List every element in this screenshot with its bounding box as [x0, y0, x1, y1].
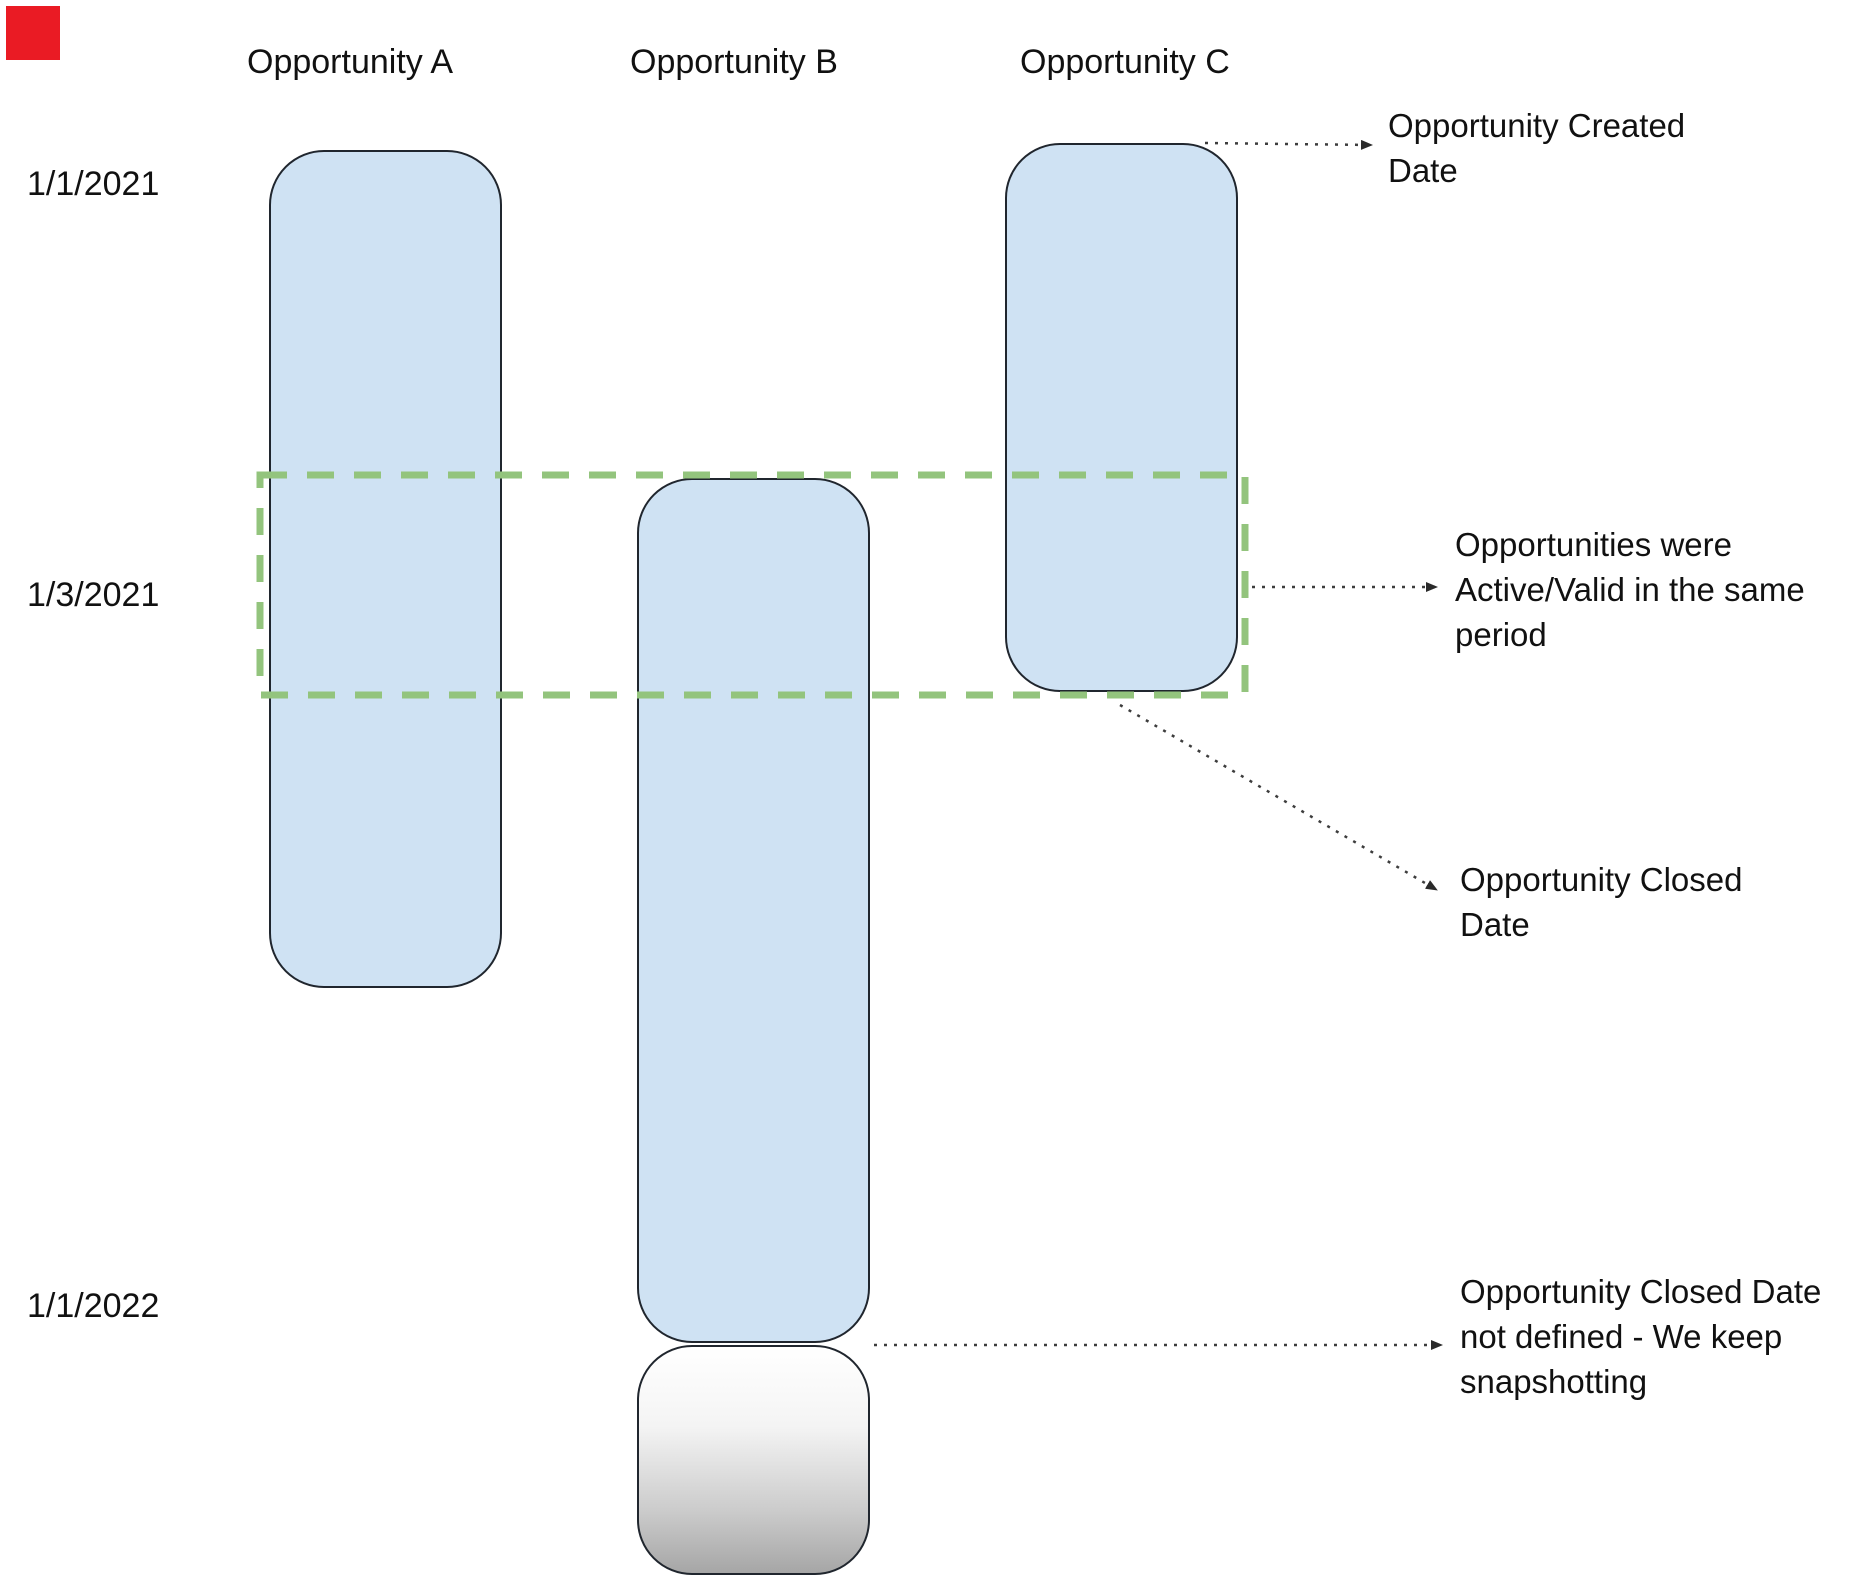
date-label-1-1-2021: 1/1/2021 [27, 165, 160, 203]
opportunity-c-bar [1005, 143, 1238, 692]
red-marker [6, 6, 60, 60]
date-label-1-3-2021: 1/3/2021 [27, 576, 160, 614]
annotation-closed-date-not-defined: Opportunity Closed Date not defined - We… [1460, 1273, 1822, 1400]
annotation-active-period: Opportunities were Active/Valid in the s… [1455, 526, 1805, 653]
column-header-opportunity-a: Opportunity A [247, 43, 454, 81]
closed-date-connector-line [1119, 703, 1438, 892]
annotation-closed-date: Opportunity Closed Date [1460, 861, 1743, 943]
column-header-opportunity-b: Opportunity B [630, 43, 838, 81]
column-header-opportunity-c: Opportunity C [1020, 43, 1230, 81]
opportunity-a-bar [269, 150, 502, 988]
created-date-connector-line [1204, 139, 1373, 150]
opportunity-b-open-ended-bar [637, 1345, 870, 1575]
opportunity-b-bar [637, 478, 870, 1343]
annotation-created-date: Opportunity Created Date [1388, 107, 1686, 189]
date-label-1-1-2022: 1/1/2022 [27, 1287, 160, 1325]
